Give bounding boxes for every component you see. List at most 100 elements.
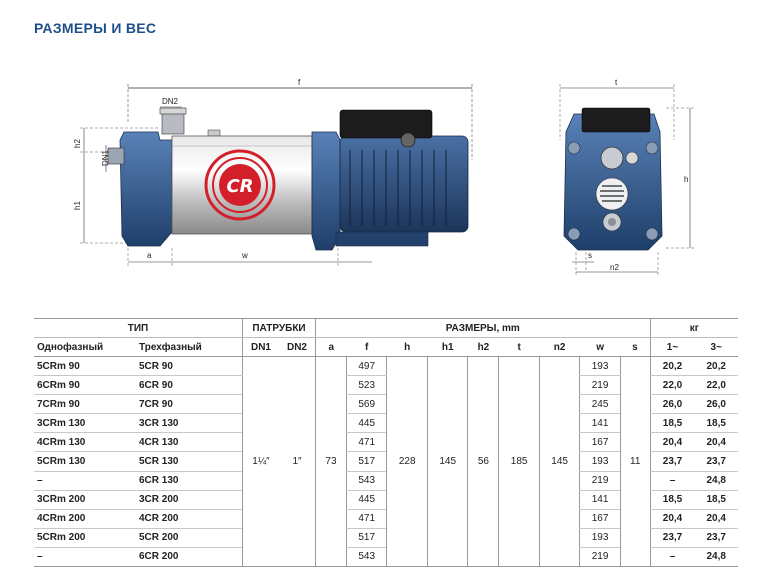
dim-h1-label: h1 bbox=[73, 201, 82, 210]
col-n2: n2 bbox=[539, 337, 580, 357]
cell-f: 445 bbox=[345, 490, 387, 510]
col-dn2: DN2 bbox=[279, 337, 316, 357]
header-type: ТИП bbox=[34, 318, 243, 338]
col-t: t bbox=[498, 337, 540, 357]
cell-three-phase: 5CR 130 bbox=[136, 451, 243, 472]
cell-w: 167 bbox=[579, 509, 621, 529]
cell-n2: 145 bbox=[538, 356, 580, 568]
table-column-header-row: Однофазный Трехфазный DN1 DN2 a f h h1 h… bbox=[34, 337, 738, 357]
cell-w: 141 bbox=[579, 413, 621, 434]
cell-single-phase: 4CRm 130 bbox=[34, 432, 136, 453]
cell-w: 193 bbox=[579, 356, 621, 377]
cell-kg-single: – bbox=[649, 547, 695, 568]
cell-single-phase: 5CRm 130 bbox=[34, 451, 136, 472]
col-three-phase: Трехфазный bbox=[136, 337, 243, 357]
cell-s: 11 bbox=[619, 356, 651, 568]
dim-s-label: s bbox=[588, 251, 592, 260]
cell-kg-three: 20,4 bbox=[694, 509, 738, 529]
dim-dn1-label: DN1 bbox=[101, 149, 110, 166]
cell-three-phase: 5CR 200 bbox=[136, 528, 243, 548]
cell-kg-single: 20,4 bbox=[649, 432, 695, 453]
cell-w: 193 bbox=[579, 451, 621, 472]
cell-kg-single: 23,7 bbox=[649, 528, 695, 548]
cell-dn1: 1¼″ bbox=[242, 356, 279, 568]
cell-w: 141 bbox=[579, 490, 621, 510]
side-view: f DN2 h2 DN1 h1 CR bbox=[73, 78, 473, 266]
cell-w: 167 bbox=[579, 432, 621, 453]
cell-three-phase: 5CR 90 bbox=[136, 356, 243, 377]
cell-kg-three: 26,0 bbox=[694, 394, 738, 415]
dim-w-label: w bbox=[241, 251, 248, 260]
cell-three-phase: 4CR 130 bbox=[136, 432, 243, 453]
col-dn1: DN1 bbox=[242, 337, 279, 357]
cell-f: 497 bbox=[345, 356, 387, 377]
cell-three-phase: 6CR 200 bbox=[136, 547, 243, 568]
cell-kg-three: 22,0 bbox=[694, 375, 738, 396]
cell-kg-single: 20,4 bbox=[649, 509, 695, 529]
cell-three-phase: 3CR 130 bbox=[136, 413, 243, 434]
cell-kg-three: 18,5 bbox=[694, 490, 738, 510]
cell-kg-three: 24,8 bbox=[694, 471, 738, 491]
cell-kg-single: 18,5 bbox=[649, 490, 695, 510]
cell-single-phase: 3CRm 200 bbox=[34, 490, 136, 510]
cell-kg-single: 22,0 bbox=[649, 375, 695, 396]
dim-t-label: t bbox=[615, 78, 618, 87]
cell-f: 543 bbox=[345, 547, 387, 568]
cell-w: 193 bbox=[579, 528, 621, 548]
col-h1: h1 bbox=[427, 337, 468, 357]
cell-t: 185 bbox=[498, 356, 540, 568]
dimensions-weight-table: ТИП ПАТРУБКИ РАЗМЕРЫ, mm кг Однофазный Т… bbox=[34, 318, 738, 568]
dim-h-label: h bbox=[684, 175, 688, 184]
cell-kg-three: 23,7 bbox=[694, 528, 738, 548]
header-ports: ПАТРУБКИ bbox=[242, 318, 316, 338]
cell-three-phase: 4CR 200 bbox=[136, 509, 243, 529]
cr-logo-text: CR bbox=[226, 176, 253, 197]
cell-kg-three: 20,2 bbox=[694, 356, 738, 377]
cell-single-phase: – bbox=[34, 471, 136, 491]
cell-kg-three: 23,7 bbox=[694, 451, 738, 472]
cell-w: 219 bbox=[579, 471, 621, 491]
dim-h2-label: h2 bbox=[73, 139, 82, 148]
dim-dn2-label: DN2 bbox=[162, 97, 179, 106]
table-group-header-row: ТИП ПАТРУБКИ РАЗМЕРЫ, mm кг bbox=[34, 318, 738, 338]
cell-f: 517 bbox=[345, 451, 387, 472]
cell-three-phase: 3CR 200 bbox=[136, 490, 243, 510]
header-weight: кг bbox=[649, 318, 738, 338]
cell-a: 73 bbox=[315, 356, 347, 568]
cell-f: 445 bbox=[345, 413, 387, 434]
cell-kg-three: 24,8 bbox=[694, 547, 738, 568]
cell-f: 471 bbox=[345, 432, 387, 453]
cell-w: 219 bbox=[579, 375, 621, 396]
dim-n2-label: n2 bbox=[610, 263, 619, 272]
cell-kg-single: 26,0 bbox=[649, 394, 695, 415]
cell-f: 543 bbox=[345, 471, 387, 491]
cell-kg-single: 18,5 bbox=[649, 413, 695, 434]
cell-h1: 145 bbox=[426, 356, 468, 568]
cell-single-phase: 7CRm 90 bbox=[34, 394, 136, 415]
cell-single-phase: 5CRm 90 bbox=[34, 356, 136, 377]
cell-f: 569 bbox=[345, 394, 387, 415]
col-w: w bbox=[579, 337, 621, 357]
cell-w: 245 bbox=[579, 394, 621, 415]
cell-single-phase: 5CRm 200 bbox=[34, 528, 136, 548]
dim-f-label: f bbox=[298, 78, 301, 87]
col-f: f bbox=[346, 337, 387, 357]
col-kg-three: 3~ bbox=[694, 337, 738, 357]
cell-f: 471 bbox=[345, 509, 387, 529]
cell-kg-single: – bbox=[649, 471, 695, 491]
header-dimensions: РАЗМЕРЫ, mm bbox=[315, 318, 651, 338]
col-single-phase: Однофазный bbox=[34, 337, 136, 357]
cell-single-phase: 3CRm 130 bbox=[34, 413, 136, 434]
cell-single-phase: – bbox=[34, 547, 136, 568]
cell-three-phase: 6CR 90 bbox=[136, 375, 243, 396]
